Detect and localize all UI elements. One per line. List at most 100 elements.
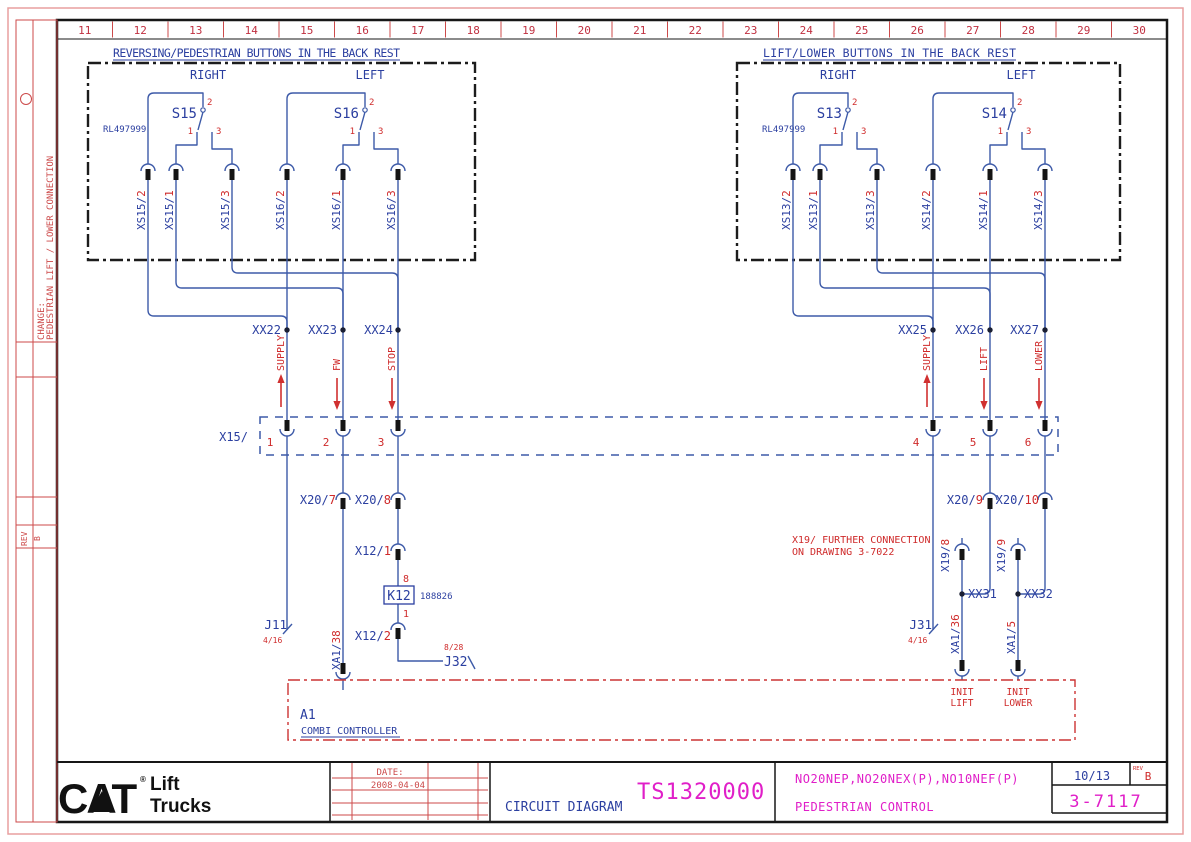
junction-xx32: XX32 [1024,587,1053,601]
x15-pin1: 1 [267,436,274,449]
switch-s14: S14 2 1 3 [932,92,1046,164]
connector-label-xa1-36: XA1/36 [949,614,962,654]
connector-label-xs13-3: XS13/3 [864,190,877,230]
pin-1: 1 [188,127,193,137]
logo-lift-text: Lift [150,774,180,795]
logo-triangle [90,791,114,812]
connector-label-x19-9: X19/9 [995,539,1008,572]
x19-note-line2: ON DRAWING 3-7022 [792,547,894,558]
ref-j32-sheet: 8/28 [444,643,463,652]
connector-glyph [1010,659,1026,677]
j31-tick [928,623,939,635]
doc-number: TS1320000 [637,780,765,805]
right-box-title: LIFT/LOWER BUTTONS IN THE BACK REST [763,46,1016,60]
switch-name: S16 [334,106,359,122]
date-grid: DATE: 2008-04-04 [332,763,488,820]
ref-j31: J31 [909,617,932,632]
ruler-number: 20 [578,24,591,37]
left-box-outline [86,61,477,262]
doc-type: CIRCUIT DIAGRAM [505,800,623,815]
connector-label-x20-8: X20/8 [355,493,391,507]
ruler-number: 11 [78,24,91,37]
logo-trucks-text: Trucks [150,796,211,817]
connector-label-xa1-38: XA1/38 [330,630,343,670]
revision-sidebar: CHANGE: PEDESTRIAN LIFT / LOWER CONNECTI… [15,19,58,823]
k12-outline [383,585,415,605]
k12-name: K12 [387,589,410,604]
pin-1: 1 [350,127,355,137]
j32-tick [467,655,476,670]
date-value: 2008-04-04 [371,781,425,791]
revision-mark-circle [20,93,32,105]
sheet-subtitle: PEDESTRIAN CONTROL [795,800,934,814]
switch-pivot [845,107,851,113]
ruler-number: 22 [689,24,702,37]
connector-label-xs16-2: XS16/2 [274,190,287,230]
ruler-number: 25 [855,24,868,37]
x15-pin2: 2 [323,436,330,449]
ruler-number: 17 [411,24,424,37]
sheet-frame [7,7,1184,835]
pin-3: 3 [216,127,221,137]
model-list: NO20NEP,NO20NEX(P),NO10NEF(P) [795,772,1019,786]
connector-glyph [390,492,406,510]
ruler-number: 30 [1133,24,1146,37]
ruler-number: 24 [800,24,814,37]
connector-label-xs14-2: XS14/2 [920,190,933,230]
connector-label-x12-1: X12/1 [355,544,391,558]
switch-s13: S13 2 1 3 [792,92,878,164]
switch-s15: S15 2 1 3 [147,92,233,164]
connector-label-xs13-2: XS13/2 [780,190,793,230]
switch-name: S14 [982,106,1007,122]
signal-fw: FW [332,358,343,371]
connector-label-x20-7: X20/7 [300,493,336,507]
ruler-number: 16 [356,24,369,37]
lift-lower-box: LIFT/LOWER BUTTONS IN THE BACK REST RIGH… [735,46,1122,262]
title-block: DATE: 2008-04-04 CAT ® Lift Trucks CIRCU… [57,761,1167,822]
k12-pin-top: 8 [403,574,409,585]
pin-2: 2 [852,98,857,108]
logo-registered-icon: ® [140,775,146,784]
ruler-number: 13 [189,24,202,37]
mid-components: X20/7 X20/8 X20/9 X20/10 X12/1 K12 18882… [263,492,1053,680]
connector-label-xs14-3: XS14/3 [1032,190,1045,230]
connector-glyph [982,163,998,181]
pin-3: 3 [1026,127,1031,137]
ruler-number: 23 [744,24,757,37]
ruler-number: 21 [633,24,646,37]
arrow-down-lower [1035,378,1043,410]
x15-connector: X15/ 1 2 3 4 5 6 [219,416,1059,456]
part-number: RL497999 [762,125,805,135]
ruler-number: 27 [966,24,979,37]
pin-3: 3 [378,127,383,137]
j11-tick [282,623,293,635]
pin-1: 1 [998,127,1003,137]
arrow-up-supply-right [923,374,931,407]
junction-xx31: XX31 [968,587,997,601]
connector-label-x12-2: X12/2 [355,629,391,643]
ruler-number: 18 [467,24,480,37]
connector-glyph [224,163,240,181]
connector-glyph [390,163,406,181]
relay-k12: K12 188826 8 1 [383,574,453,620]
junction-xx22: XX22 [252,323,281,337]
section-label-right: RIGHT [820,68,856,82]
drawing-number: 3-7117 [1069,792,1142,812]
a1-outline [287,679,1076,741]
x15-outline [259,416,1059,456]
x19-note-line1: X19/ FURTHER CONNECTION [792,535,930,546]
signal-supply-left: SUPPLY [276,335,287,371]
connector-label-x20-9: X20/9 [947,493,983,507]
switch-pivot [1010,107,1016,113]
connector-label-x19-8: X19/8 [939,539,952,572]
section-label-right: RIGHT [190,68,226,82]
connector-glyph [390,622,406,640]
rev-caption: REV [1133,766,1144,772]
ruler-number: 28 [1022,24,1035,37]
pin-2: 2 [1017,98,1022,108]
signal-labels: SUPPLY FW STOP SUPPLY LIFT LOWER [276,335,1045,410]
change-value: PEDESTRIAN LIFT / LOWER CONNECTION [46,156,56,340]
x15-pin5: 5 [970,436,977,449]
k12-pin-bottom: 1 [403,609,409,620]
